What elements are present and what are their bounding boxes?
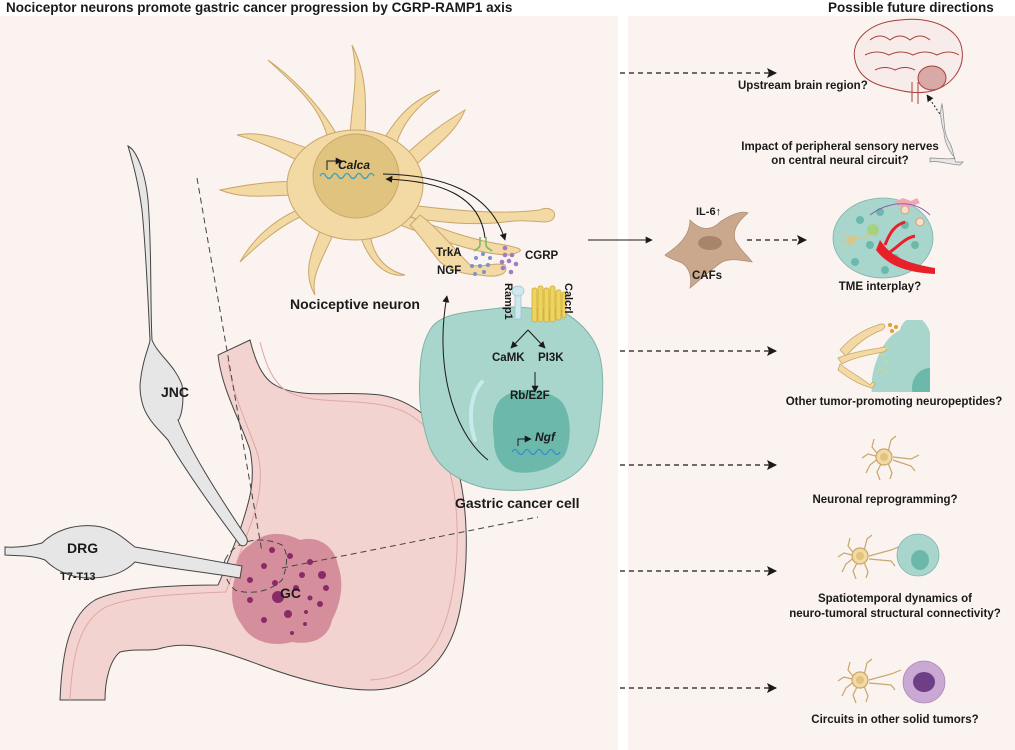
future-direction-arrows <box>620 68 807 693</box>
tumor-gc-label: GC <box>280 585 301 601</box>
direction-neuropeptides: Other tumor-promoting neuropeptides? <box>785 396 1003 408</box>
ngf-feedback-arrow <box>442 295 489 461</box>
trka-to-calca-arrow <box>385 175 486 239</box>
nociceptive-neuron-label: Nociceptive neuron <box>290 296 420 312</box>
jnc-nerve <box>127 145 248 547</box>
il6-text: IL-6 <box>696 206 716 218</box>
drg-label: DRG <box>67 540 99 556</box>
nociceptive-neuron <box>218 44 556 296</box>
calca-promoter-arrow <box>326 157 343 170</box>
ngf-gene-label: Ngf <box>535 430 555 444</box>
neuropeptide-green-dots <box>878 345 889 374</box>
gastric-cancer-cell <box>419 295 604 491</box>
rb-e2f-label: Rb/E2F <box>510 390 550 402</box>
camk-label: CaMK <box>492 352 525 364</box>
direction-peripheral-impact-line1: Impact of peripheral sensory nerves <box>741 141 939 153</box>
cancer-cell-nucleus <box>492 389 570 473</box>
direction-peripheral-impact-line2: on central neural circuit? <box>771 155 909 167</box>
ngf-dna-icon <box>511 448 561 456</box>
jnc-label: JNC <box>161 384 190 400</box>
gastric-cancer-cell-label: Gastric cancer cell <box>455 495 580 511</box>
peripheral-nerve-icon <box>929 102 964 166</box>
direction-tme: TME interplay? <box>838 281 922 293</box>
neuron-icon <box>861 435 920 481</box>
brain-icon <box>853 18 963 104</box>
tumor-dots <box>247 547 329 635</box>
zoom-line-top <box>196 177 263 553</box>
calcrl-label: Calcrl <box>562 283 574 314</box>
ramp1-to-pi3k-arrow <box>527 329 546 349</box>
direction-upstream-brain: Upstream brain region? <box>738 80 868 92</box>
neuropeptide-orange-dots <box>888 323 898 333</box>
direction-spatiotemporal-line2: neuro-tumoral structural connectivity? <box>789 608 1001 620</box>
neuron-tumor-contact-icon <box>837 533 940 580</box>
drg-level-label: T7-T13 <box>60 571 96 583</box>
calca-dna-icon <box>319 172 375 180</box>
direction-peripheral-impact: Impact of peripheral sensory nerves on c… <box>741 140 939 168</box>
ramp1-label: Ramp1 <box>502 283 514 320</box>
neuropeptide-axon-icon <box>837 323 888 389</box>
calca-to-cgrp-arrow <box>382 173 507 241</box>
direction-reprogramming: Neuronal reprogramming? <box>812 494 958 506</box>
nerve-to-brain-arrow <box>926 94 943 118</box>
direction-spatiotemporal-line1: Spatiotemporal dynamics of <box>817 593 973 605</box>
calca-gene-label: Calca <box>338 158 371 172</box>
ngf-promoter-arrow <box>517 435 532 446</box>
drg-nerve <box>4 525 243 579</box>
pi3k-label: PI3K <box>538 352 564 364</box>
ngf-label: NGF <box>437 265 462 277</box>
tumor-microenvironment-icon <box>832 197 935 279</box>
neuron-other-tumor-icon <box>837 658 946 704</box>
il6-up-arrow-icon: ↑ <box>715 206 722 218</box>
calcrl-receptor-icon <box>531 285 567 323</box>
ngf-dots <box>470 252 492 276</box>
direction-spatiotemporal: Spatiotemporal dynamics of neuro-tumoral… <box>789 592 1001 622</box>
il6-label: IL-6↑ <box>696 206 721 218</box>
right-panel-title: Possible future directions <box>828 0 994 15</box>
left-panel-title: Nociceptor neurons promote gastric cance… <box>6 0 513 15</box>
zoom-line-bottom <box>281 516 539 569</box>
stomach-illustration <box>59 339 467 701</box>
ramp1-receptor-icon <box>511 285 525 320</box>
trka-receptor-icon <box>473 237 493 252</box>
caf-cell-icon <box>664 211 753 289</box>
cgrp-label: CGRP <box>525 250 559 262</box>
direction-other-tumors: Circuits in other solid tumors? <box>811 714 979 726</box>
cgrp-dots <box>499 245 519 275</box>
trka-label: TrkA <box>436 247 462 259</box>
future-directions-panel <box>628 16 1015 750</box>
neuropeptide-release-icon <box>871 320 930 392</box>
cafs-label: CAFs <box>692 270 723 282</box>
ramp1-to-camk-arrow <box>510 329 529 349</box>
